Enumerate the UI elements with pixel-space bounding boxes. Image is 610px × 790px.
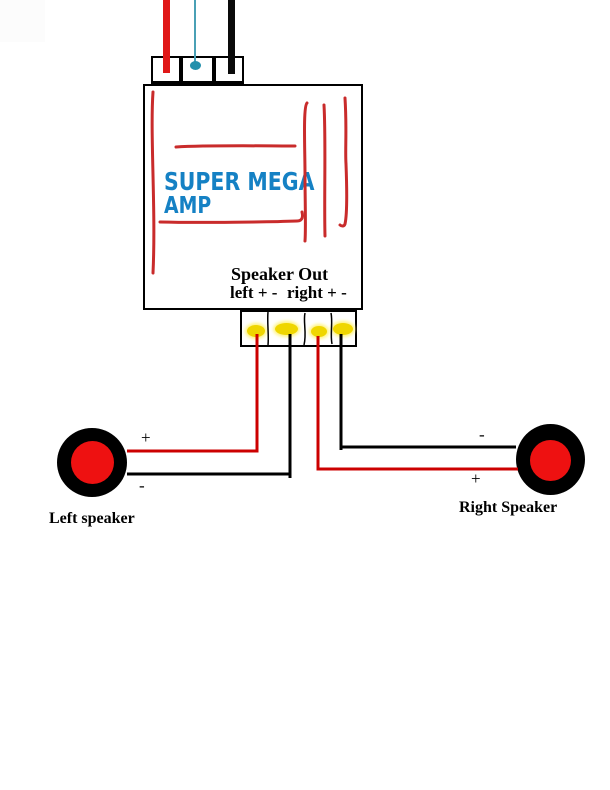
amp-title-line2: AMP (164, 193, 212, 219)
black-power-wire (228, 0, 235, 74)
teal-signal-wire (194, 0, 196, 62)
wire-right-negative (339, 334, 516, 450)
connector-divider (179, 58, 183, 81)
right-speaker-plus-label: + (471, 469, 481, 488)
canvas-corner-artifact (0, 0, 45, 42)
speaker-out-heading: Speaker Out (231, 264, 329, 284)
left-speaker-plus-label: + (141, 428, 151, 447)
wire-left-negative (127, 334, 292, 478)
teal-signal-dot (190, 61, 201, 70)
left-speaker-minus-label: - (139, 476, 145, 495)
amp-title-line1: SUPER MEGA (164, 167, 315, 196)
terminal-right-plus (311, 326, 327, 337)
terminal-left-plus (247, 325, 265, 337)
right-speaker-label: Right Speaker (459, 499, 558, 516)
wire-right-positive (316, 336, 518, 471)
right-speaker-minus-label: - (479, 425, 485, 444)
right-channel-label: right + - (287, 283, 347, 302)
terminal-left-minus (275, 323, 298, 335)
left-channel-label: left + - (230, 283, 278, 302)
terminal-right-minus (333, 323, 353, 335)
left-speaker-cone (71, 441, 114, 484)
red-power-wire (163, 0, 170, 73)
connector-divider (212, 58, 216, 81)
left-speaker-label: Left speaker (49, 510, 135, 527)
right-speaker-cone (530, 440, 571, 481)
